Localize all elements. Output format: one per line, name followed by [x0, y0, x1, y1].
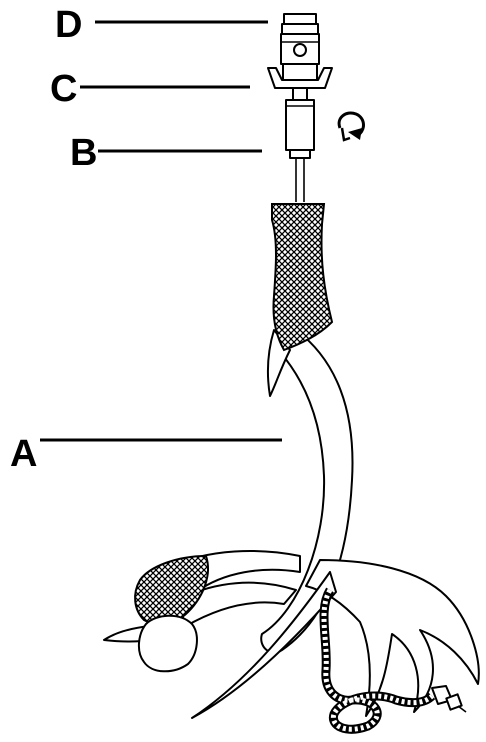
rotation-arrow-icon — [339, 113, 363, 140]
label-d: D — [55, 4, 82, 46]
antler-base-knob — [139, 616, 197, 672]
socket-bracket-c — [268, 64, 332, 100]
socket-cap-d — [281, 14, 319, 64]
label-c: C — [50, 68, 77, 110]
threaded-coupling-b — [286, 100, 314, 202]
antler-body-a — [104, 204, 479, 718]
label-b: B — [70, 132, 97, 174]
label-a: A — [10, 433, 37, 475]
cord-plug — [432, 686, 466, 712]
antler-crown-burr — [272, 204, 332, 350]
